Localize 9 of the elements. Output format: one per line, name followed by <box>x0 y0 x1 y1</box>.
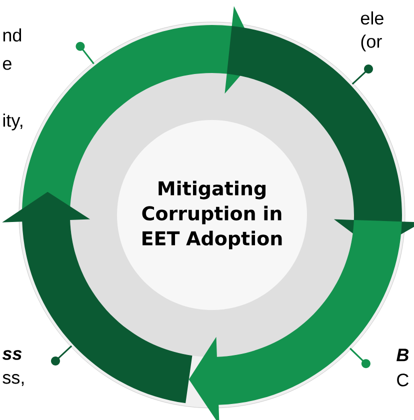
side-text: ss <box>2 350 22 360</box>
side-text: ss, <box>2 374 24 386</box>
side-text: (or <box>361 34 382 52</box>
side-text: ity, <box>3 114 22 130</box>
side-text: e <box>2 60 12 70</box>
side-text: C <box>397 374 408 386</box>
side-text: nd <box>3 28 22 42</box>
side-text: B <box>396 348 409 362</box>
side-text: ele <box>360 11 384 25</box>
